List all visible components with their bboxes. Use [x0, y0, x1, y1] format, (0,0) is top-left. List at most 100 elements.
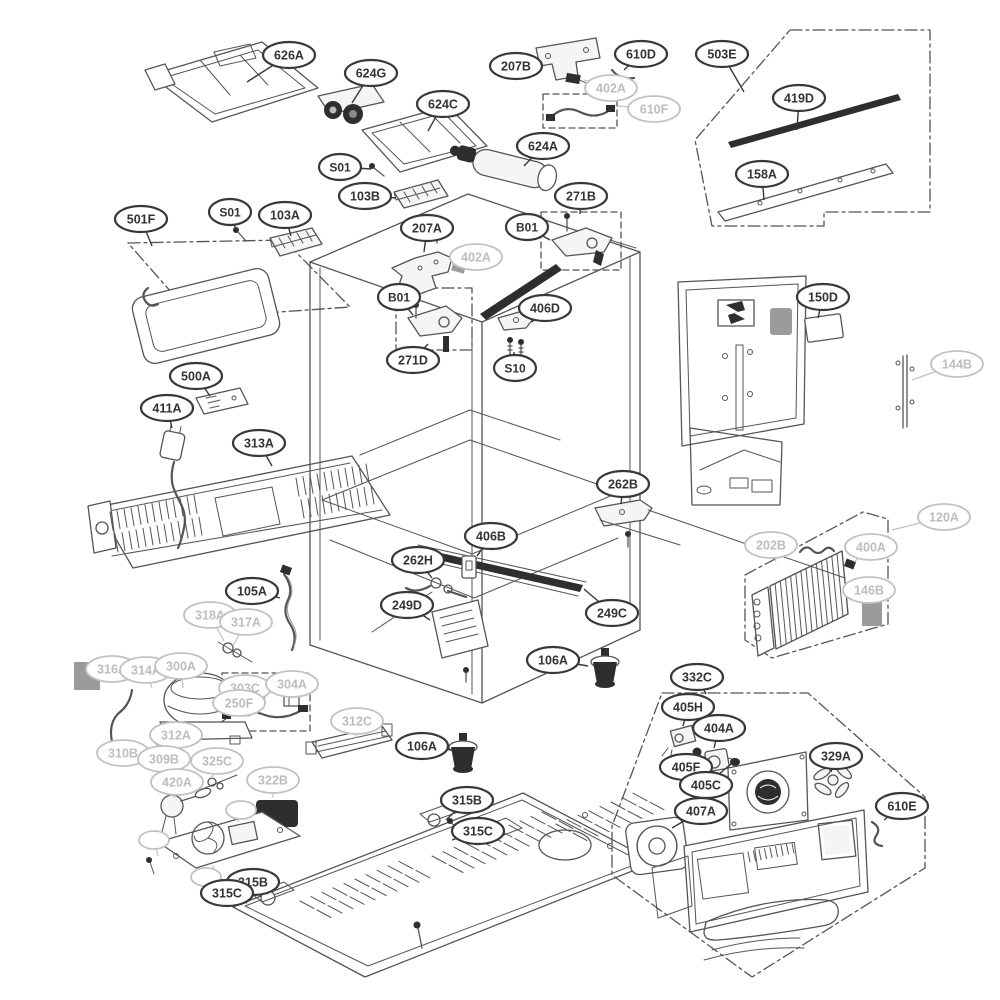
condenser-drawing: [751, 546, 882, 657]
part-callout-271D: 271D: [385, 345, 441, 375]
callout-balloon: [225, 800, 257, 820]
callout-balloon: [138, 830, 170, 850]
part-number-label: B01: [516, 221, 538, 235]
part-callout-262B: 262B: [595, 469, 651, 499]
part-callout-150D: 150D: [795, 282, 851, 312]
part-callout-249C: 249C: [584, 598, 640, 628]
part-number-label: 315B: [452, 794, 482, 808]
part-callout-405H: 405H: [660, 692, 716, 722]
callout-balloon: [463, 521, 519, 551]
back-panel-drawing: [677, 275, 807, 506]
part-number-label: 317A: [231, 616, 261, 630]
part-number-label: 411A: [152, 402, 181, 416]
callout-balloon: [390, 545, 446, 575]
callout-balloon: [613, 39, 669, 69]
part-number-label: 405H: [673, 701, 703, 715]
part-number-label: 332C: [682, 671, 712, 685]
callout-balloon: [265, 670, 319, 698]
part-callout-unreadable: [225, 800, 257, 820]
part-number-label: 419D: [784, 92, 814, 106]
part-callout-405C: 405C: [678, 770, 734, 800]
part-number-label: 503E: [707, 48, 736, 62]
part-number-label: 262B: [608, 478, 638, 492]
part-number-label: 249D: [392, 599, 422, 613]
part-callout-610F: 610F: [627, 95, 681, 123]
callout-balloon: [694, 39, 750, 69]
part-callout-329A: 329A: [808, 741, 864, 771]
part-number-label: 250F: [225, 697, 254, 711]
hinge-271b-drawing: [551, 213, 637, 266]
part-number-label: 402A: [461, 251, 491, 265]
part-callout-624A: 624A: [515, 131, 571, 161]
part-number-label: 406D: [530, 302, 560, 316]
part-number-label: 402A: [596, 82, 626, 96]
hose-105a-drawing: [279, 564, 297, 652]
part-number-label: 271B: [566, 190, 596, 204]
part-number-label: 309B: [149, 753, 179, 767]
part-callout-624C: 624C: [415, 89, 471, 119]
part-callout-419D: 419D: [771, 83, 827, 113]
part-callout-325C: 325C: [190, 747, 244, 775]
part-callout-411A: 411A: [139, 393, 195, 423]
callout-balloon: [673, 796, 729, 826]
rail-626a-drawing: [144, 41, 319, 123]
callout-balloon: [584, 74, 638, 102]
grille-103a-drawing: [269, 227, 323, 257]
part-number-label: 610D: [626, 48, 656, 62]
part-number-label: 624C: [428, 98, 458, 112]
callout-balloon: [150, 768, 204, 796]
rail-144b-drawing: [895, 354, 915, 429]
callout-balloon: [212, 689, 266, 717]
hinge-b01-left-drawing: [407, 302, 463, 352]
part-number-label: 624A: [528, 140, 558, 154]
part-callout-106A: 106A: [394, 731, 450, 761]
part-number-label: 312C: [342, 715, 372, 729]
part-number-label: 313A: [244, 437, 274, 451]
screw-s01-103a-drawing: [233, 227, 247, 242]
grommet-405c-drawing: [730, 758, 740, 766]
callout-balloon: [488, 51, 544, 81]
part-callout-S01: S01: [207, 197, 253, 227]
part-number-label: 405C: [691, 779, 721, 793]
part-callout-310B: 310B: [96, 739, 150, 767]
callout-balloon: [224, 576, 280, 606]
callout-balloon: [795, 282, 851, 312]
part-callout-B01: B01: [376, 282, 422, 312]
part-number-label: 202B: [756, 539, 786, 553]
part-number-label: 207B: [501, 60, 531, 74]
foot-106a-right-drawing: [590, 648, 620, 688]
callout-balloon: [449, 243, 503, 271]
connector-402a-top-drawing: [565, 72, 588, 85]
rod-419d-drawing: [728, 94, 901, 148]
part-callout-406D: 406D: [517, 293, 573, 323]
part-callout-103A: 103A: [257, 200, 313, 230]
wire-610e-drawing: [870, 820, 884, 848]
callout-balloon: [415, 89, 471, 119]
part-number-label: S01: [219, 206, 241, 220]
part-number-label: 501F: [127, 213, 156, 227]
callout-balloon: [385, 345, 441, 375]
part-number-label: 304A: [277, 678, 307, 692]
part-callout-404A: 404A: [691, 713, 747, 743]
part-number-label: 315C: [212, 887, 242, 901]
callout-balloon: [771, 83, 827, 113]
part-number-label: 318A: [195, 609, 225, 623]
part-number-label: 400A: [856, 541, 886, 555]
callout-balloon: [190, 747, 244, 775]
part-callout-407A: 407A: [673, 796, 729, 826]
pump-405h-drawing: [661, 724, 697, 761]
power-cord-411a-drawing: [159, 423, 187, 550]
callout-balloon: [154, 652, 208, 680]
part-callout-322B: 322B: [246, 766, 300, 794]
callout-balloon: [376, 282, 422, 312]
part-callout-312A: 312A: [149, 721, 203, 749]
bracket-624g-drawing: [317, 83, 385, 124]
part-callout-146B: 146B: [842, 576, 896, 604]
callout-balloon: [808, 741, 864, 771]
part-callout-158A: 158A: [734, 159, 790, 189]
part-number-label: 158A: [747, 168, 777, 182]
grille-103b-drawing: [393, 179, 449, 209]
callout-balloon: [439, 785, 495, 815]
